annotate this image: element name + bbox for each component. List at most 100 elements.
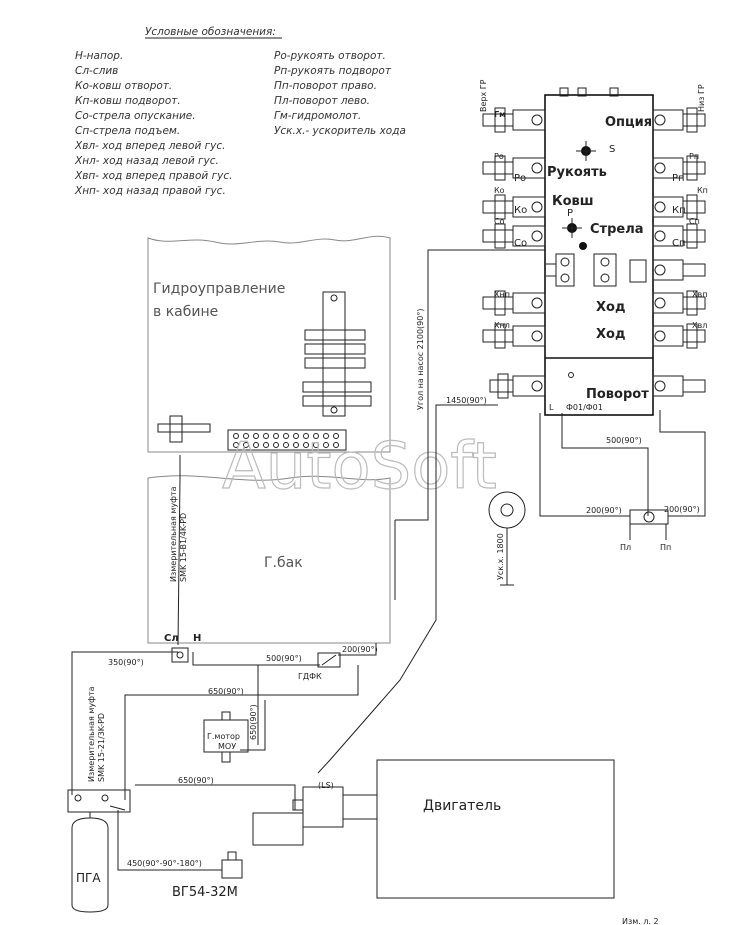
dim-1800: Уск.х. 1800: [496, 533, 505, 580]
corner-note: Изм. л. 2: [622, 917, 659, 925]
coupling1-name: Измерительная муфта: [169, 486, 178, 582]
legend-left-item: Сл-слив: [75, 65, 118, 77]
dim-200c: 200(90°): [342, 645, 378, 654]
coupling1-code: SMK 15-B1/4K-PD: [179, 513, 188, 582]
dim-350: 350(90°): [108, 658, 144, 667]
engine: Двигатель: [376, 759, 615, 899]
tank-drain-label: Сл: [164, 633, 179, 644]
label-pp: Пп: [660, 543, 671, 552]
motor-sublabel: МОУ: [218, 742, 236, 751]
swing-junction: [629, 509, 669, 540]
dim-450: 450(90°-90°-180°): [127, 859, 202, 868]
joystick-control: [302, 291, 372, 417]
legend-left-item: Со-стрела опускание.: [75, 110, 196, 122]
dim-200a: 200(90°): [586, 506, 622, 515]
section-option: Опция: [605, 115, 652, 130]
port-so-side: Со: [514, 238, 527, 249]
watermark: AutoSoft: [222, 430, 497, 504]
port-ko: Ко: [494, 186, 505, 195]
port-hvp: Хвп: [692, 290, 707, 299]
port-hvl: Хвл: [692, 321, 707, 330]
valve-spools: [546, 253, 647, 287]
cabin-title-line2: в кабине: [153, 304, 218, 320]
left-ports: Гм Ро Ро Ко Ко Со Со Хнп Хнл: [482, 107, 546, 399]
section-bucket: Ковш: [552, 194, 594, 209]
dim-200b: 200(90°): [664, 505, 700, 514]
p-mark: P: [567, 208, 573, 219]
dim-650b: 650(90°): [249, 704, 258, 740]
port-sp: Сп: [689, 217, 700, 226]
ls-label: (LS): [318, 781, 334, 790]
dim-pump-line: Угол на насос 2100(90°): [416, 309, 425, 410]
legend-left-item: Хнп- ход назад правой гус.: [74, 185, 226, 197]
section-travel-2: Ход: [596, 327, 625, 342]
gdfk-label: ГДФК: [298, 672, 322, 681]
s-mark: S: [609, 144, 615, 155]
pga-accumulator: ПГА Измерительная муфта SMK 15-21/3K-PD: [67, 686, 131, 913]
port-hnl: Хнл: [494, 321, 510, 330]
section-arm: Рукоять: [547, 165, 607, 180]
port-ko-side: Ко: [514, 205, 527, 216]
legend-right-item: Ро-рукоять отворот.: [274, 50, 386, 62]
legend-left-item: Кп-ковш подворот.: [75, 95, 181, 107]
top-left-label: Верх ГР: [479, 79, 488, 112]
port-ro-side: Ро: [514, 173, 526, 184]
cabin-block: Гидроуправление в кабине: [147, 235, 391, 453]
hydraulic-tank: Г.бак Сл Н Измерительная муфта SMK 15-B1…: [147, 455, 391, 646]
legend-right-item: Пл-поворот лево.: [274, 95, 370, 107]
label-pl: Пл: [620, 543, 631, 552]
motor-label: Г.мотор: [207, 732, 240, 741]
legend-left-item: Сп-стрела подъем.: [75, 125, 180, 137]
port-ro: Ро: [494, 152, 504, 161]
tank-label: Г.бак: [264, 555, 303, 571]
coupling2-code: SMK 15-21/3K-PD: [97, 713, 106, 782]
dim-1450: 1450(90°): [446, 396, 487, 405]
main-pump: (LS): [252, 781, 378, 846]
port-rp-side: Рп: [672, 173, 685, 184]
legend: Условные обозначения: Н-напор. Сл-слив К…: [74, 26, 406, 197]
dim-500a: 500(90°): [606, 436, 642, 445]
legend-left-item: Н-напор.: [75, 50, 123, 62]
port-strip: [227, 429, 347, 451]
legend-left-item: Ко-ковш отворот.: [75, 80, 172, 92]
port-sp-side: Сп: [672, 238, 686, 249]
vg-label: ВГ54-32М: [172, 885, 238, 900]
travel-accelerator: [488, 491, 526, 586]
port-gm: Гм: [494, 110, 506, 119]
legend-title: Условные обозначения:: [145, 26, 276, 38]
legend-right-item: Рп-рукоять подворот: [274, 65, 392, 77]
section-boom: Стрела: [590, 222, 644, 237]
gear-motor: Г.мотор МОУ: [203, 711, 249, 763]
port-so: Со: [494, 217, 505, 226]
legend-left-item: Хнл- ход назад левой гус.: [74, 155, 219, 167]
section-swing: Поворот: [586, 387, 649, 402]
section-travel-1: Ход: [596, 300, 625, 315]
cabin-title-line1: Гидроуправление: [153, 281, 285, 297]
port-hnp: Хнп: [494, 290, 510, 299]
legend-right-item: Гм-гидромолот.: [274, 110, 361, 122]
vg-valve: ВГ54-32М: [172, 851, 243, 900]
top-right-label: Низ ГР: [697, 84, 706, 112]
coupling2-name: Измерительная муфта: [87, 686, 96, 782]
right-ports: Рп Рп Кп Кп Сп Сп Хвп Хвл: [652, 107, 708, 397]
engine-label: Двигатель: [423, 798, 501, 814]
gdfk-filter: ГДФК: [298, 652, 341, 681]
valve-bottom-code: Ф01/Ф01: [566, 403, 603, 412]
legend-left-item: Хвп- ход вперед правой гус.: [74, 170, 232, 182]
svg-text:L: L: [549, 403, 554, 412]
port-kp-side: Кп: [672, 205, 686, 216]
legend-right-item: Уск.х.- ускоритель хода: [274, 125, 406, 137]
pipe-lines: Угол на насос 2100(90°) 1450(90°) 500(90…: [71, 249, 706, 871]
legend-left-item: Хвл- ход вперед левой гус.: [74, 140, 225, 152]
dim-500b: 500(90°): [266, 654, 302, 663]
pedal-control: [157, 415, 211, 443]
tank-pressure-label: Н: [193, 633, 201, 644]
port-rp: Рп: [689, 152, 699, 161]
control-valve: Опция S Рукоять Ковш P Стрела Ход Ход По…: [479, 79, 708, 416]
legend-right-item: Пп-поворот право.: [274, 80, 377, 92]
pga-label: ПГА: [76, 871, 101, 885]
dim-650c: 650(90°): [178, 776, 214, 785]
port-kp: Кп: [697, 186, 708, 195]
dim-650a: 650(90°): [208, 687, 244, 696]
